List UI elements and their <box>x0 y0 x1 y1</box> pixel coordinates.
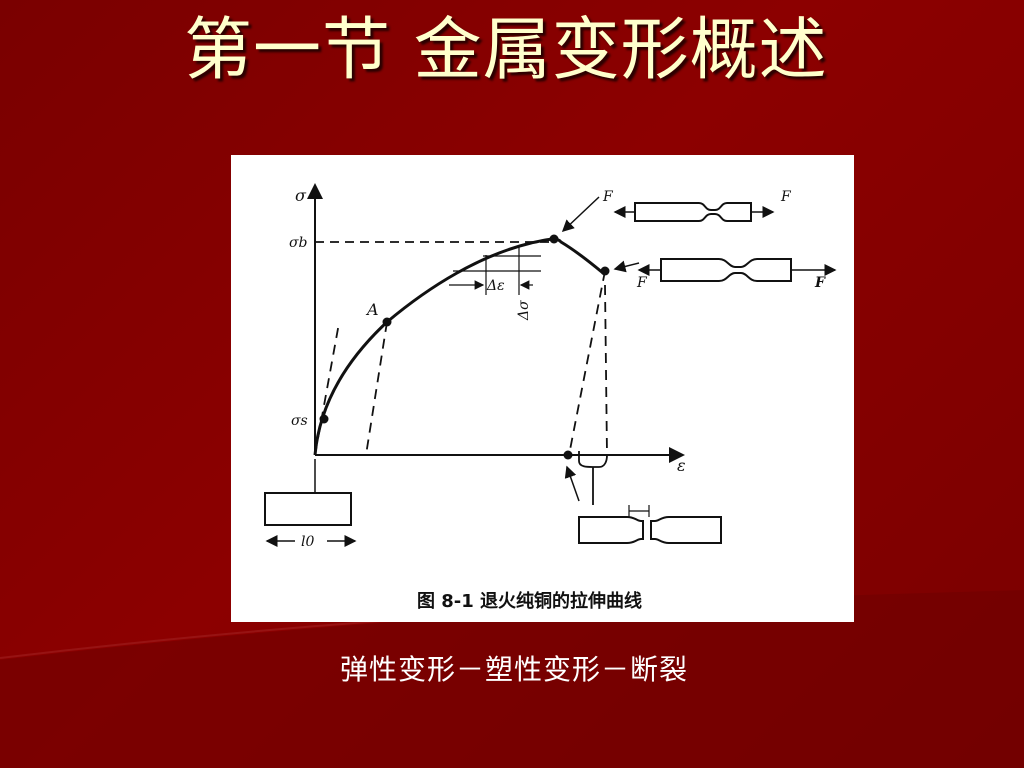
tensile-curve-diagram: σ ε σb σs A Δε Δσ F <box>264 183 837 612</box>
force-mid-right-label: F <box>814 275 826 291</box>
force-top-left-label: F <box>602 189 614 205</box>
delta-epsilon-label: Δε <box>486 278 505 294</box>
pointer-to-sigma-b <box>561 196 600 233</box>
point-a-label: A <box>365 300 379 319</box>
specimen-original <box>264 492 352 526</box>
sigma-s-label: σs <box>291 413 308 429</box>
force-mid-left-label: F <box>636 275 648 291</box>
sigma-b-label: σb <box>289 235 308 251</box>
specimen-top <box>613 202 775 222</box>
slide-title: 第一节 金属变形概述 <box>184 11 828 90</box>
specimen-necking <box>637 258 837 282</box>
fracture-bracket <box>578 451 608 468</box>
specimen-fractured <box>578 505 722 544</box>
pointer-to-necking <box>613 260 640 273</box>
figure-caption: 图 8-1 退火纯铜的拉伸曲线 <box>417 590 642 612</box>
point-sigma-b <box>549 234 559 244</box>
delta-sigma-label: Δσ <box>516 300 532 321</box>
elastic-line-2 <box>365 321 388 456</box>
slide-subtitle: 弹性变形－塑性变形－断裂 <box>340 653 689 686</box>
necking-dashed-2 <box>604 284 608 456</box>
necking-dashed-1 <box>568 270 606 456</box>
x-axis-label: ε <box>677 456 686 475</box>
y-axis-label: σ <box>295 186 307 205</box>
pointer-to-fracture <box>564 465 580 502</box>
point-fracture <box>563 450 573 460</box>
force-top-right-label: F <box>780 189 792 205</box>
elastic-line-1 <box>314 322 340 456</box>
tensile-curve-figure: σ ε σb σs A Δε Δσ F <box>231 155 854 622</box>
length-label: l0 <box>301 534 314 550</box>
stress-strain-curve <box>313 237 604 456</box>
